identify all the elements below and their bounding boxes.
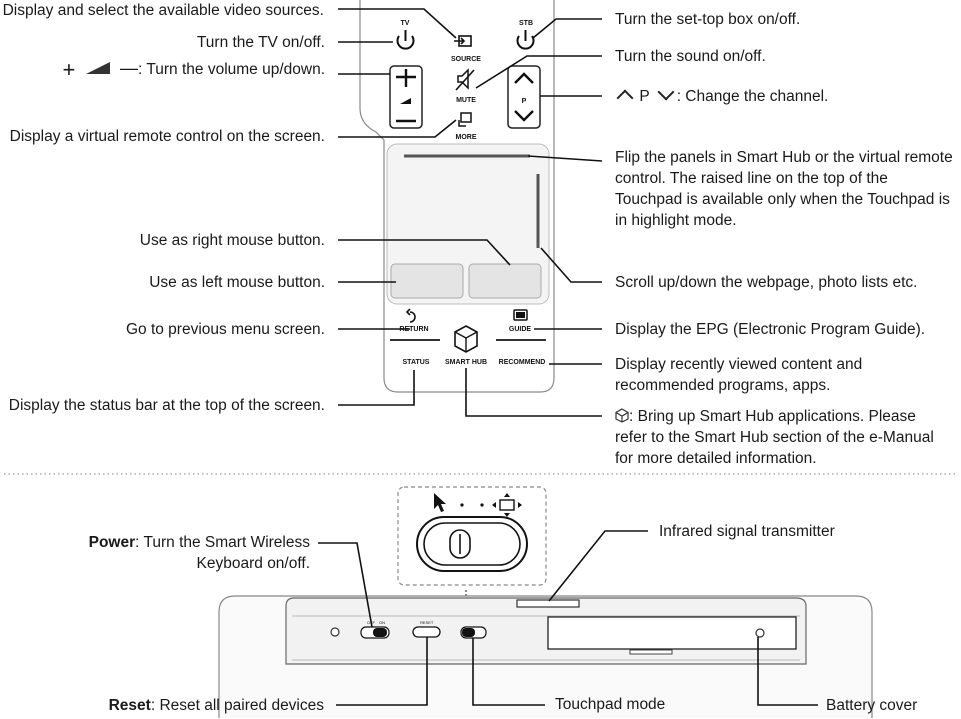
touchpad-switch-zoom [397, 486, 547, 612]
volume-wedge-icon [85, 62, 110, 74]
label-recommend: Display recently viewed content and reco… [615, 356, 863, 394]
label-more: Display a virtual remote control on the … [9, 128, 325, 145]
label-status: Display the status bar at the top of the… [8, 397, 325, 414]
channel-rocker[interactable] [507, 65, 541, 129]
mute-icon[interactable] [455, 68, 475, 91]
volume-minus-icon: — [120, 58, 139, 78]
stb-label: STB [519, 20, 533, 27]
label-tv-power: Turn the TV on/off. [196, 34, 325, 51]
label-mute: Turn the sound on/off. [615, 48, 766, 65]
label-battery-cover: Battery cover [826, 697, 918, 714]
label-power-keyboard: Power: Turn the Smart Wireless Keyboard … [88, 534, 310, 572]
label-touchpad-mode: Touchpad mode [555, 696, 666, 713]
source-label: SOURCE [451, 56, 481, 63]
volume-rocker[interactable] [389, 65, 423, 129]
guide-label: GUIDE [509, 326, 532, 333]
label-right-mouse: Use as right mouse button. [139, 232, 325, 249]
return-label: RETURN [399, 326, 428, 333]
source-icon[interactable] [454, 35, 472, 47]
label-reset: Reset: Reset all paired devices [108, 697, 324, 714]
keyboard-body: OFF ON RESET [218, 595, 873, 718]
tv-power-icon[interactable] [396, 30, 415, 50]
switch-on-label: ON [379, 620, 385, 625]
label-stb-power: Turn the set-top box on/off. [615, 11, 801, 28]
highlight-move-icon [492, 493, 522, 517]
recommend-label: RECOMMEND [499, 359, 546, 366]
chevron-up-icon [514, 72, 534, 84]
guide-icon[interactable] [513, 309, 528, 321]
label-guide: Display the EPG (Electronic Program Guid… [615, 321, 926, 338]
smarthub-cube-icon[interactable] [454, 325, 478, 353]
reset-button-label: RESET [420, 620, 434, 625]
cursor-arrow-icon [434, 493, 446, 512]
tv-label: TV [401, 20, 410, 27]
smarthub-inline-icon [615, 408, 629, 423]
channel-up-icon [616, 89, 634, 107]
label-source: Display and select the available video s… [2, 2, 324, 19]
chevron-down-icon [514, 110, 534, 122]
status-label: STATUS [403, 359, 430, 366]
channel-down-icon [657, 83, 675, 101]
channel-label: P [522, 98, 527, 105]
label-left-mouse: Use as left mouse button. [149, 274, 325, 291]
return-icon[interactable] [405, 308, 416, 323]
label-volume: + —: Turn the volume up/down. [62, 57, 325, 82]
keyboard-leader-lines [318, 530, 818, 706]
leader-lines [338, 8, 603, 417]
smarthub-label: SMART HUB [445, 359, 487, 366]
label-smarthub: : Bring up Smart Hub applications. Pleas… [615, 408, 934, 467]
label-ir: Infrared signal transmitter [659, 523, 835, 540]
label-scroll: Scroll up/down the webpage, photo lists … [615, 274, 918, 291]
mute-label: MUTE [456, 97, 476, 104]
label-channel: P : Change the channel. [615, 83, 828, 107]
more-icon[interactable] [458, 112, 472, 127]
label-return: Go to previous menu screen. [125, 321, 325, 338]
more-label: MORE [456, 134, 477, 141]
volume-plus-icon: + [62, 57, 76, 82]
label-flip: Flip the panels in Smart Hub or the virt… [615, 149, 953, 229]
stb-power-icon[interactable] [516, 30, 535, 50]
